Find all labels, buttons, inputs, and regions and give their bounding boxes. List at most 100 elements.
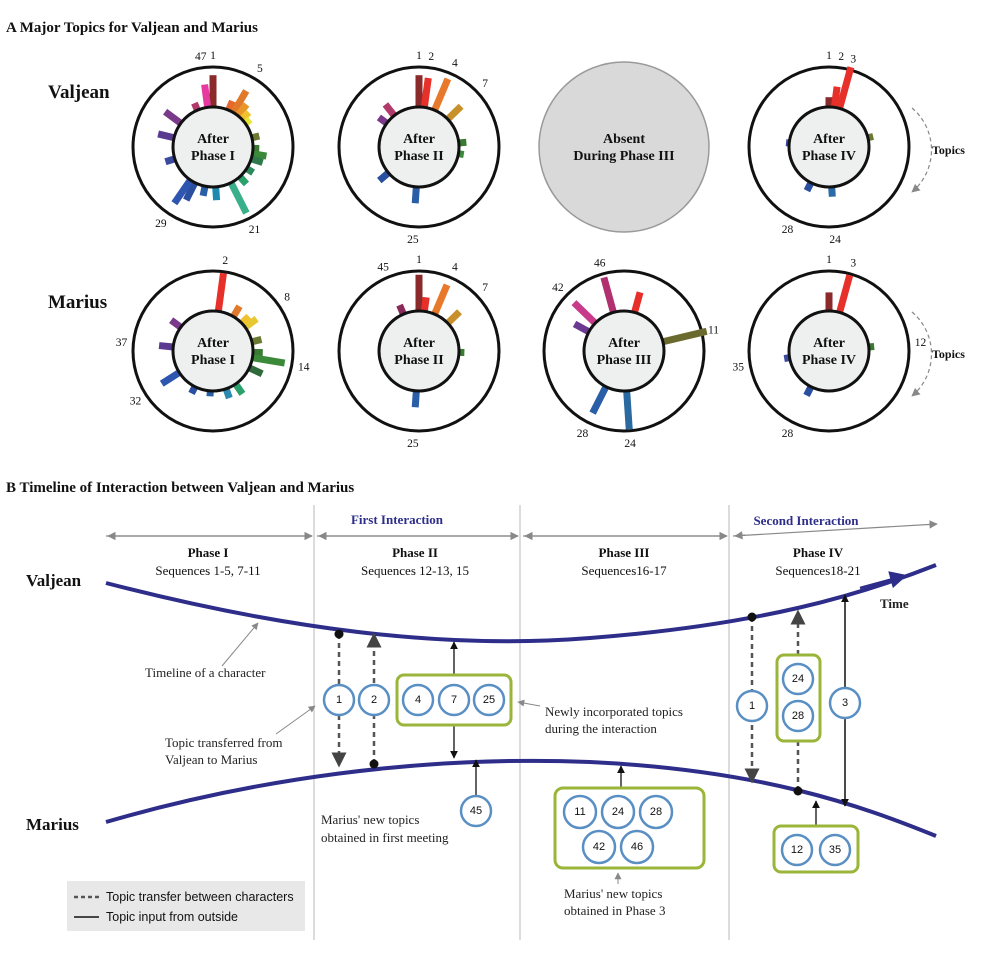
timeline-label-marius: Marius	[26, 815, 79, 834]
svg-text:1: 1	[336, 694, 342, 706]
svg-text:24: 24	[792, 673, 804, 685]
topic-bar-19	[237, 175, 250, 187]
topic-bar-41	[169, 317, 183, 330]
topic-bar-24	[623, 391, 633, 430]
node-p4-12: 12	[780, 833, 814, 867]
topics-direction-valjean: Topics	[911, 107, 965, 193]
topic-label-21: 21	[249, 224, 261, 236]
topic-bar-14	[252, 150, 268, 160]
topic-label-7: 7	[482, 78, 488, 90]
section-b-title: B Timeline of Interaction between Valjea…	[6, 480, 354, 496]
svg-text:1: 1	[749, 700, 755, 712]
panel-center-line2: Phase II	[394, 149, 443, 164]
topic-label-2: 2	[838, 51, 844, 63]
svg-text:46: 46	[631, 841, 643, 853]
topic-bar-32	[159, 370, 181, 387]
topic-bar-28	[183, 182, 198, 202]
topic-label-28: 28	[782, 224, 794, 236]
inner-ring	[377, 105, 461, 189]
panel-center-line1: After	[403, 336, 435, 351]
node-p3-11: 11	[562, 794, 598, 830]
topic-bar-46	[600, 276, 617, 313]
svg-text:12: 12	[791, 844, 803, 856]
topic-label-7: 7	[482, 282, 488, 294]
svg-text:4: 4	[415, 694, 421, 706]
annotation-marius-p3-line2: obtained in Phase 3	[564, 903, 665, 918]
topic-bar-2	[830, 86, 841, 107]
topic-bar-7	[446, 103, 464, 122]
panel-center-line1: After	[197, 132, 229, 147]
topic-label-1: 1	[210, 50, 216, 62]
panel-center-line2: Phase II	[394, 353, 443, 368]
topic-label-4: 4	[452, 261, 458, 273]
topic-label-25: 25	[407, 438, 419, 450]
topic-label-1: 1	[826, 254, 832, 266]
svg-text:35: 35	[829, 844, 841, 856]
topic-label-11: 11	[708, 325, 719, 337]
topic-label-46: 46	[594, 257, 606, 269]
topic-bar-3	[631, 291, 644, 313]
topic-bar-21	[228, 182, 250, 215]
svg-text:24: 24	[612, 806, 624, 818]
node-p4-24: 24	[781, 662, 815, 696]
phase-2-title: Phase II	[392, 545, 438, 560]
topic-label-2: 2	[222, 255, 228, 267]
panel-center-line1: After	[197, 336, 229, 351]
topic-bar-16	[248, 365, 264, 377]
topic-bar-17	[245, 166, 256, 176]
phase-3-seq: Sequences16-17	[581, 563, 667, 578]
phase-2-seq: Sequences 12-13, 15	[361, 563, 469, 578]
row-label-valjean: Valjean	[48, 82, 110, 103]
panel-center-line2: Phase I	[191, 149, 235, 164]
annotation-timeline-text: Timeline of a character	[145, 665, 266, 680]
svg-text:25: 25	[483, 694, 495, 706]
topic-label-5: 5	[257, 63, 263, 75]
annotation-marius-first-line2: obtained in first meeting	[321, 830, 449, 845]
topic-label-24: 24	[624, 438, 636, 450]
topic-bar-29	[171, 178, 193, 206]
topic-bar-11	[868, 133, 874, 141]
timeline-label-valjean: Valjean	[26, 571, 82, 590]
first-interaction-label: First Interaction	[351, 512, 444, 527]
inner-ring	[787, 309, 871, 393]
topic-label-12: 12	[915, 337, 927, 349]
node-p4-35: 35	[818, 833, 852, 867]
annotation-new-incorporated: Newly incorporated topics during the int…	[517, 699, 683, 736]
topic-label-35: 35	[733, 361, 745, 373]
legend-dashed-text: Topic transfer between characters	[106, 890, 294, 904]
topic-bar-2	[214, 272, 227, 311]
topic-bar-11	[252, 132, 261, 141]
phase-3-title: Phase III	[599, 545, 650, 560]
topic-bar-38	[157, 130, 174, 141]
legend: Topic transfer between characters Topic …	[67, 881, 305, 931]
topic-bar-28	[803, 182, 814, 193]
topic-bar-3	[836, 66, 855, 109]
panel-center-line1: After	[608, 336, 640, 351]
inner-ring	[787, 105, 871, 189]
topic-bar-24	[212, 187, 221, 201]
topic-bar-14	[458, 150, 465, 159]
topic-bar-28	[589, 386, 609, 415]
annotation-transferred-line2: Valjean to Marius	[165, 752, 257, 767]
panel-center-line1: After	[813, 336, 845, 351]
annotation-marius-p3: Marius' new topics obtained in Phase 3	[564, 872, 665, 918]
node-p2-45: 45	[459, 794, 493, 828]
topic-bar-4	[431, 77, 452, 111]
topic-label-4: 4	[452, 57, 458, 69]
topic-bar-41	[376, 114, 389, 126]
phase-dividers	[313, 505, 730, 940]
topic-bar-43	[382, 102, 397, 117]
topic-bar-40	[572, 320, 590, 335]
topic-bar-8	[243, 116, 253, 126]
annotation-marius-first-line1: Marius' new topics	[321, 812, 419, 827]
inner-ring	[171, 105, 255, 189]
topic-label-14: 14	[298, 361, 310, 373]
topic-bar-11	[663, 327, 708, 345]
